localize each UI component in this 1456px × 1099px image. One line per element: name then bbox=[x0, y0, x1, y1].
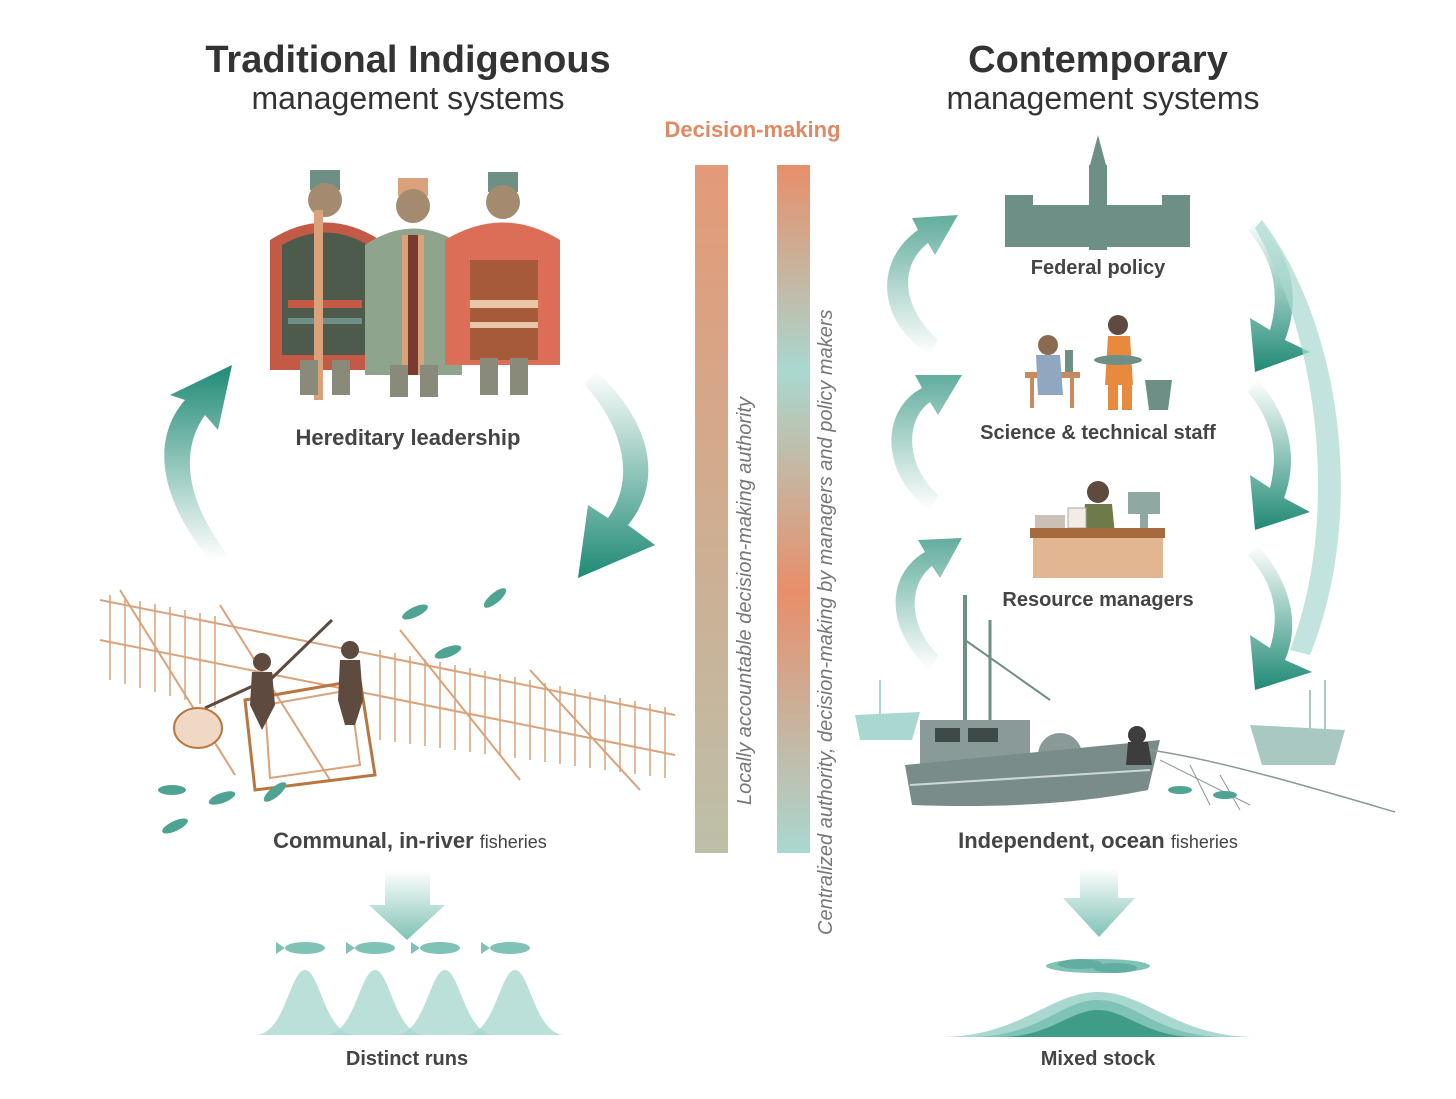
ocean-fisheries-label: Independent, ocean fisheries bbox=[880, 828, 1316, 854]
left-title: Traditional Indigenous bbox=[168, 40, 648, 80]
hereditary-leaders-figures bbox=[270, 170, 560, 400]
hereditary-leadership-label: Hereditary leadership bbox=[238, 425, 578, 451]
arrow-up-right-3 bbox=[896, 538, 962, 670]
mixed-stock-fish-school bbox=[1046, 959, 1150, 973]
parliament-building bbox=[1005, 135, 1190, 250]
bar-centralized-label: Centralized authority, decision-making b… bbox=[815, 310, 838, 935]
background-boat-right bbox=[1250, 680, 1345, 765]
arrow-up-left-cycle bbox=[164, 365, 232, 560]
distinct-runs-label: Distinct runs bbox=[307, 1048, 507, 1071]
arrow-down-right-long bbox=[1255, 220, 1341, 655]
science-staff-label: Science & technical staff bbox=[948, 422, 1248, 445]
bar-local-label: Locally accountable decision-making auth… bbox=[734, 397, 757, 805]
science-staff-figures bbox=[1025, 315, 1172, 410]
weir-fishery-illustration bbox=[100, 590, 675, 790]
arrow-down-left-outcome bbox=[369, 870, 445, 940]
communal-fisheries-suffix: fisheries bbox=[480, 832, 547, 852]
background-boat-left bbox=[855, 680, 920, 740]
arrow-down-right-outcome bbox=[1063, 868, 1135, 937]
resource-managers-label: Resource managers bbox=[968, 589, 1228, 612]
ocean-fisheries-suffix: fisheries bbox=[1171, 832, 1238, 852]
decision-making-heading: Decision-making bbox=[640, 117, 865, 143]
communal-fisheries-bold: Communal, in-river bbox=[273, 828, 473, 853]
arrow-down-right-2 bbox=[1248, 380, 1310, 530]
arrow-up-right-1 bbox=[887, 215, 958, 355]
left-subtitle: management systems bbox=[168, 80, 648, 116]
decision-bar-local bbox=[695, 165, 728, 853]
resource-manager-desk bbox=[1030, 481, 1165, 578]
right-subtitle: management systems bbox=[868, 80, 1338, 116]
communal-fisheries-label: Communal, in-river fisheries bbox=[200, 828, 620, 854]
arrow-down-left-cycle bbox=[578, 370, 655, 578]
distinct-runs-curves bbox=[255, 970, 565, 1035]
ocean-fisheries-bold: Independent, ocean bbox=[958, 828, 1165, 853]
mixed-stock-label: Mixed stock bbox=[998, 1048, 1198, 1071]
federal-policy-label: Federal policy bbox=[988, 257, 1208, 280]
right-title: Contemporary bbox=[868, 40, 1328, 80]
decision-bar-centralized bbox=[777, 165, 810, 853]
fishing-boat-illustration bbox=[905, 595, 1395, 812]
distinct-runs-fish-row bbox=[276, 942, 530, 954]
mixed-stock-curves bbox=[940, 992, 1256, 1037]
